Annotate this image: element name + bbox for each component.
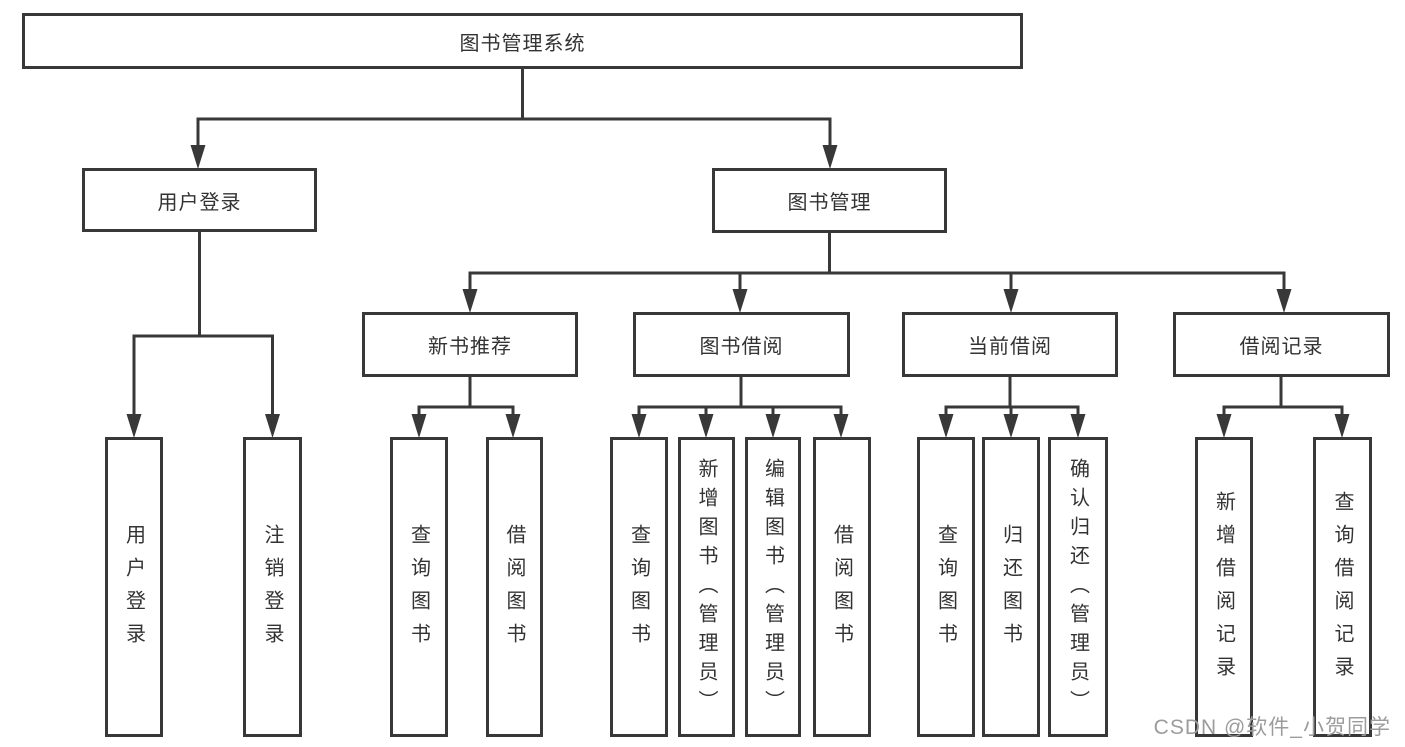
- arrowhead: [1276, 289, 1292, 313]
- arrowhead: [265, 414, 280, 438]
- node-user-login: 用户登录: [82, 168, 317, 232]
- leaf-query-books-borrowing: 查询图书: [610, 437, 668, 737]
- arrowhead: [1003, 414, 1019, 438]
- node-library-management-system: 图书管理系统: [22, 13, 1023, 69]
- arrowhead: [190, 145, 206, 169]
- leaf-add-borrow-record: 新增借阅记录: [1195, 437, 1253, 737]
- arrowhead: [1070, 414, 1086, 438]
- node-book-borrowing: 图书借阅: [633, 312, 850, 377]
- connector-new-book-to-children: [411, 377, 521, 438]
- leaf-return-books: 归还图书: [982, 437, 1040, 737]
- csdn-watermark: CSDN @软件_小贺同学: [1153, 716, 1391, 739]
- node-current-borrowing: 当前借阅: [902, 312, 1118, 377]
- arrowhead: [1334, 414, 1350, 438]
- arrowhead: [732, 289, 748, 313]
- connector-user-login-to-children: [126, 232, 280, 438]
- connector-book-borrow-to-children: [631, 377, 849, 438]
- leaf-logout: 注销登录: [243, 437, 302, 737]
- node-new-book-recommendation: 新书推荐: [362, 312, 578, 377]
- arrowhead: [1003, 289, 1019, 313]
- leaf-query-borrow-record: 查询借阅记录: [1313, 437, 1372, 737]
- leaf-user-login: 用户登录: [105, 437, 163, 737]
- connector-root-to-level1: [190, 69, 838, 169]
- arrowhead: [631, 414, 647, 438]
- node-book-management: 图书管理: [712, 168, 947, 233]
- node-borrowing-records: 借阅记录: [1173, 312, 1390, 377]
- arrowhead: [411, 414, 427, 438]
- leaf-edit-books-admin: 编辑图书（管理员）: [745, 437, 801, 737]
- arrowhead: [1216, 414, 1232, 438]
- arrowhead: [698, 414, 714, 438]
- arrowhead: [833, 414, 849, 438]
- leaf-query-books-current: 查询图书: [917, 437, 975, 737]
- leaf-confirm-return-admin: 确认归还（管理员）: [1048, 437, 1108, 737]
- leaf-query-books-recommend: 查询图书: [390, 437, 448, 737]
- leaf-borrow-books-recommend: 借阅图书: [486, 437, 543, 737]
- leaf-borrow-books-borrowing: 借阅图书: [813, 437, 871, 737]
- arrowhead: [822, 145, 838, 169]
- arrowhead: [765, 414, 781, 438]
- connector-borrow-record-to-children: [1216, 377, 1350, 438]
- connector-current-borrow-to-children: [938, 377, 1086, 438]
- arrowhead: [505, 414, 521, 438]
- leaf-add-books-admin: 新增图书（管理员）: [678, 437, 735, 737]
- arrowhead: [938, 414, 954, 438]
- connector-book-management-to-level2: [462, 233, 1292, 313]
- arrowhead: [462, 289, 478, 313]
- arrowhead: [126, 414, 142, 438]
